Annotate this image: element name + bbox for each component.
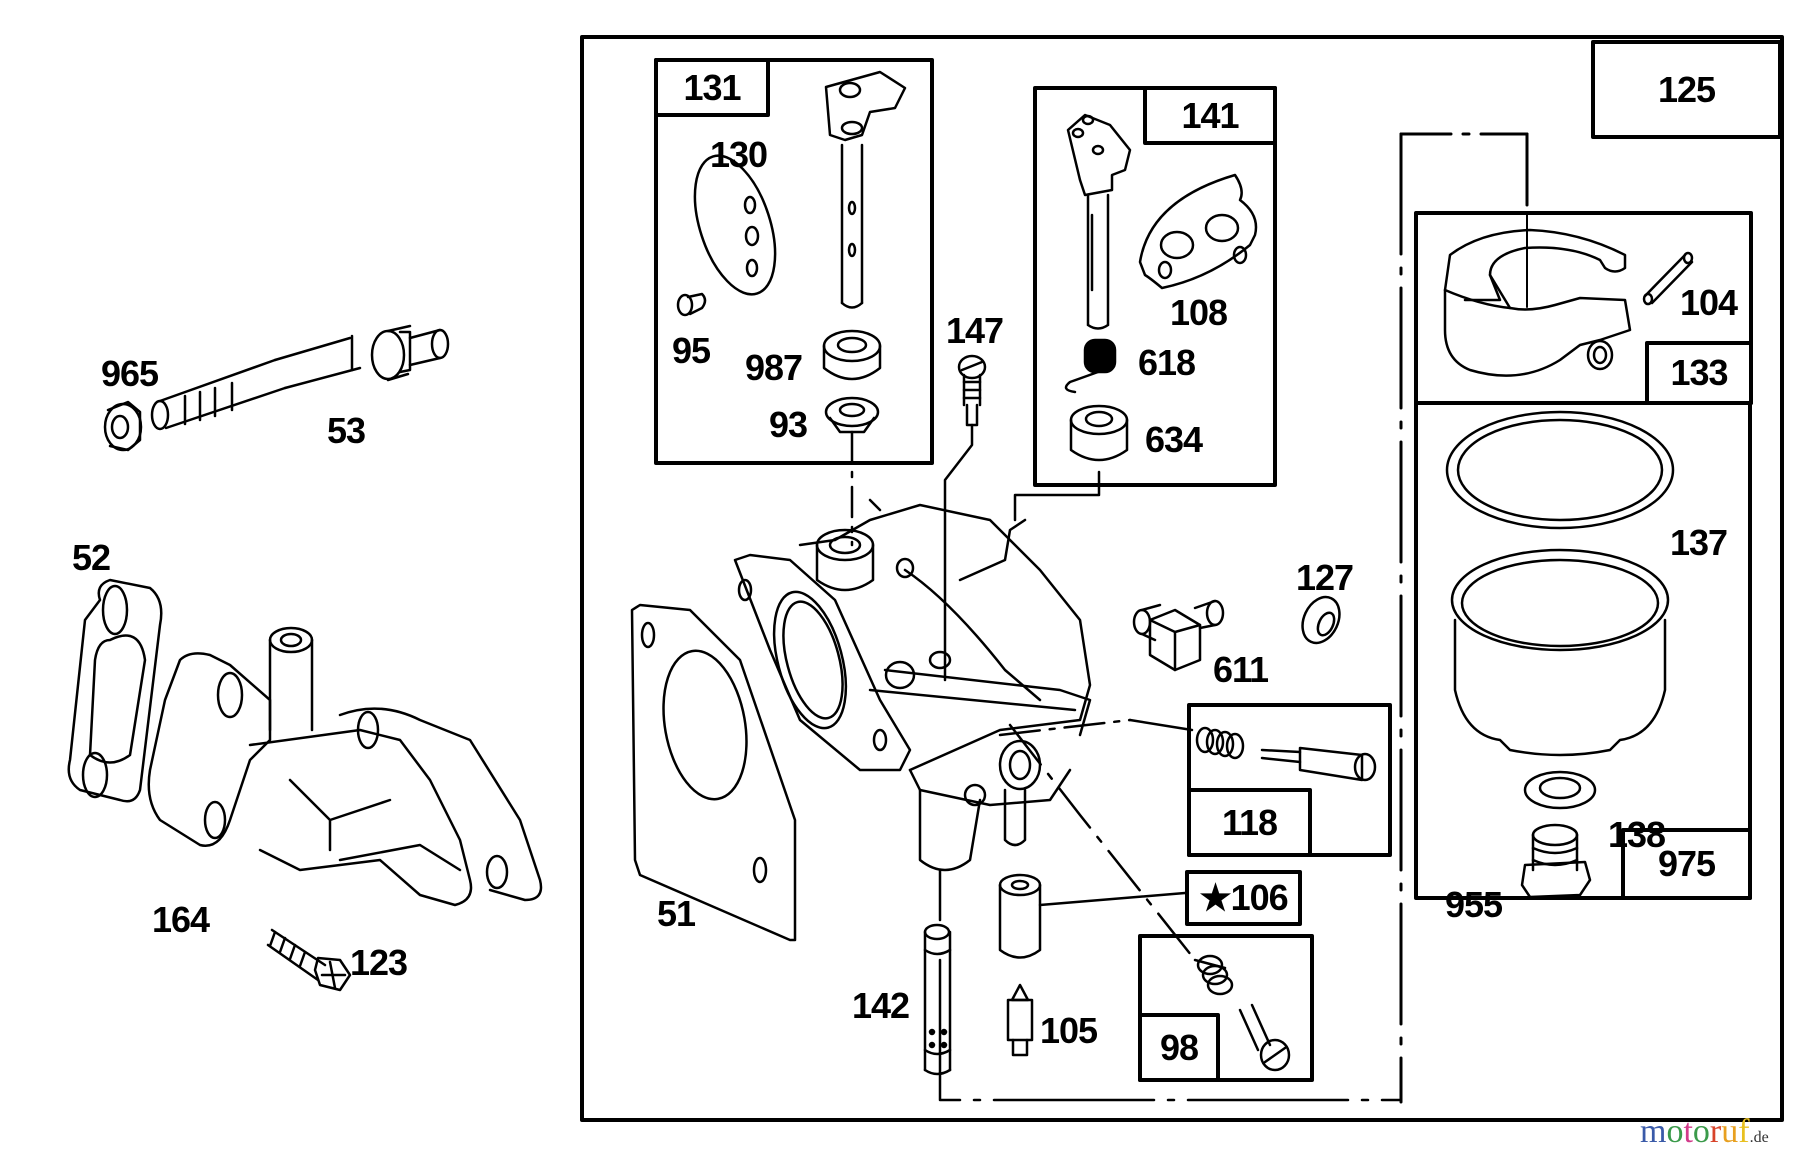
part-carburetor-body — [733, 503, 1092, 872]
kit-box-98-label-frame — [1138, 1013, 1220, 1082]
part-138-washer — [1523, 770, 1597, 810]
part-105-inlet-needle — [1006, 983, 1034, 1057]
kit-box-125-label-frame — [1591, 40, 1782, 139]
part-float-133 — [1443, 228, 1632, 377]
connector-125 — [1399, 132, 1529, 1104]
part-987-spacer — [822, 329, 882, 381]
part-130-throttle-plate — [693, 154, 777, 296]
part-164-intake-elbow — [147, 626, 543, 907]
label-51: 51 — [657, 893, 696, 934]
label-127: 127 — [1296, 557, 1354, 598]
leader-lines — [850, 423, 1403, 1102]
label-164: 164 — [152, 899, 210, 940]
label-108: 108 — [1170, 292, 1228, 333]
label-52: 52 — [72, 537, 111, 578]
part-142-emulsion-tube — [923, 923, 952, 1076]
label-130: 130 — [710, 134, 768, 175]
part-choke-shaft-141 — [1066, 113, 1132, 330]
label-147: 147 — [946, 310, 1004, 351]
kit-box-118-label-frame — [1187, 788, 1312, 857]
label-965: 965 — [101, 353, 159, 394]
part-118-needle-spring — [1195, 726, 1245, 760]
label-93: 93 — [769, 404, 808, 445]
part-53-shaft — [150, 324, 450, 431]
kit-box-975 — [1414, 401, 1752, 900]
kit-label-131: 131 — [683, 66, 741, 108]
label-123: 123 — [350, 942, 408, 983]
kit-box-106-label-frame — [1185, 870, 1302, 926]
part-147-idle-screw — [957, 354, 987, 427]
main-assembly-frame — [580, 35, 1784, 1122]
label-137: 137 — [1670, 522, 1728, 563]
part-52-gasket — [67, 578, 163, 803]
kit-box-131 — [654, 58, 934, 465]
kit-box-141-label-frame — [1143, 86, 1277, 145]
kit-label-98: 98 — [1159, 1026, 1199, 1068]
part-618-spring — [1064, 338, 1117, 394]
watermark-letter: r — [1709, 1113, 1722, 1150]
watermark-letter: o — [1666, 1113, 1684, 1150]
watermark-letter: m — [1640, 1113, 1667, 1150]
part-106-jet — [998, 873, 1042, 959]
label-142: 142 — [852, 985, 910, 1026]
kit-box-98 — [1138, 934, 1314, 1082]
watermark-letter: f — [1738, 1113, 1750, 1150]
kit-label-125: 125 — [1657, 68, 1716, 110]
part-127-welch-plug — [1301, 595, 1341, 645]
kit-box-975-label-frame — [1621, 828, 1752, 900]
part-108-choke-plate — [1138, 173, 1258, 290]
label-987: 987 — [745, 347, 803, 388]
part-123-screw — [266, 928, 352, 992]
part-104-pin — [1642, 251, 1694, 306]
part-93-seal — [824, 396, 880, 434]
kit-label-975: 975 — [1657, 843, 1716, 884]
part-137-gasket-ring — [1445, 410, 1675, 530]
part-shaft-131 — [824, 70, 907, 309]
part-98-spring-screw — [1196, 954, 1291, 1072]
watermark-letter: t — [1683, 1113, 1693, 1150]
label-104: 104 — [1680, 282, 1738, 323]
part-95-screw — [676, 292, 707, 317]
kit-label-118: 118 — [1221, 801, 1278, 843]
watermark-letter: o — [1692, 1113, 1710, 1150]
label-618: 618 — [1138, 342, 1196, 383]
label-955: 955 — [1445, 884, 1503, 925]
part-965-flange-nut — [103, 400, 143, 452]
label-53: 53 — [327, 410, 366, 451]
part-611-elbow — [1132, 599, 1225, 672]
label-634: 634 — [1145, 419, 1203, 460]
watermark-logo: motoruf.de — [1640, 1115, 1769, 1149]
label-611: 611 — [1213, 649, 1269, 690]
label-138: 138 — [1608, 814, 1666, 855]
label-105: 105 — [1040, 1010, 1098, 1051]
watermark-letter: u — [1721, 1113, 1739, 1150]
part-118-needle-valve — [1260, 746, 1377, 782]
part-float-bowl — [1450, 548, 1670, 757]
kit-label-141: 141 — [1181, 94, 1239, 136]
kit-label-106: ★106 — [1199, 877, 1288, 918]
part-634-bushing — [1069, 404, 1129, 462]
kit-label-133: 133 — [1670, 352, 1728, 393]
kit-box-131-label-frame — [654, 58, 770, 117]
watermark-suffix: .de — [1749, 1129, 1769, 1146]
label-95: 95 — [672, 330, 711, 371]
part-955-bowl-nut — [1520, 823, 1592, 899]
part-51-gasket — [630, 603, 797, 942]
